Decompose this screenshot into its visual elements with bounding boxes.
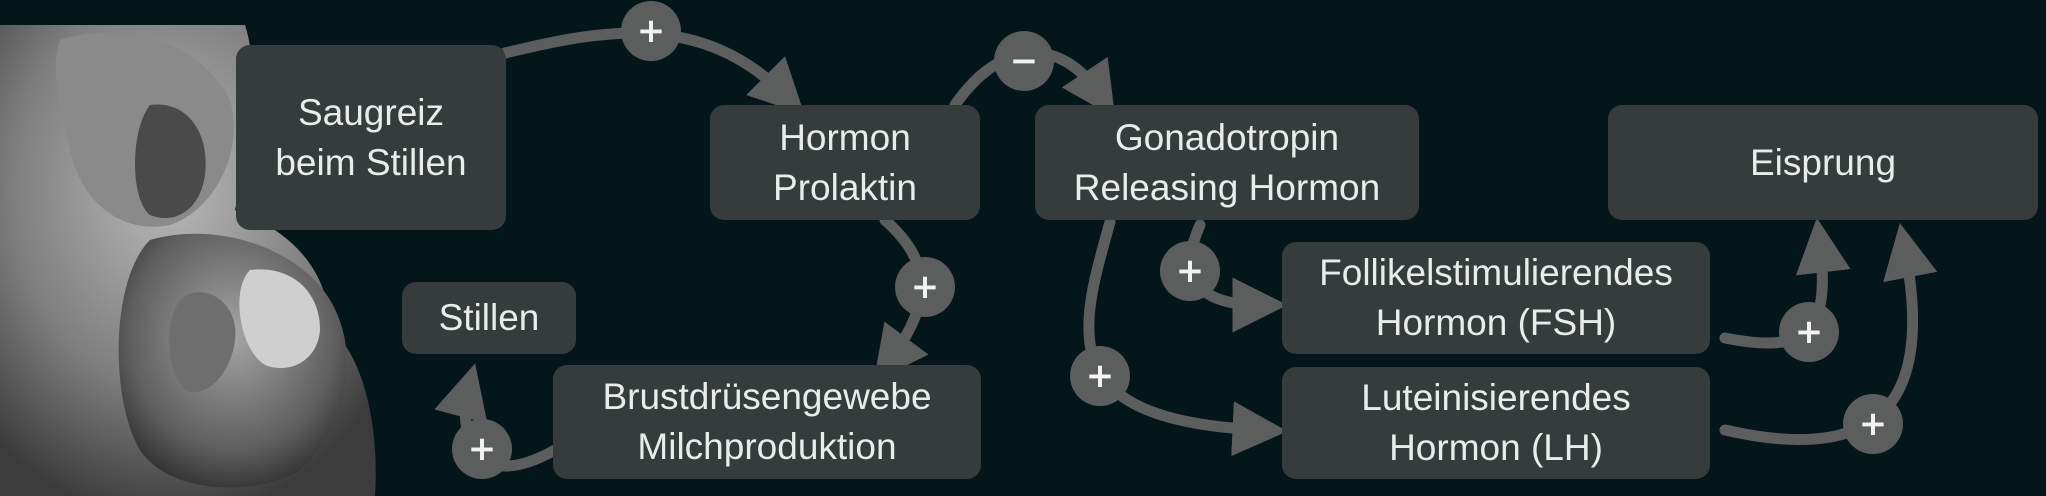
plus-sign-gnrh-lh: +: [1070, 346, 1130, 406]
node-prolaktin: Hormon Prolaktin: [710, 105, 980, 220]
node-eisprung: Eisprung: [1608, 105, 2038, 220]
plus-sign-brustdruese-stillen: +: [452, 419, 512, 479]
node-stillen: Stillen: [402, 282, 576, 354]
node-saugreiz: Saugreiz beim Stillen: [236, 45, 506, 230]
node-brustdruese: Brustdrüsengewebe Milchproduktion: [553, 365, 981, 479]
plus-sign-lh-eisprung: +: [1843, 394, 1903, 454]
node-lh: Luteinisierendes Hormon (LH): [1282, 367, 1710, 479]
minus-sign-prolaktin-gnrh: −: [994, 31, 1054, 91]
plus-sign-fsh-eisprung: +: [1779, 302, 1839, 362]
node-fsh: Follikelstimulierendes Hormon (FSH): [1282, 242, 1710, 354]
plus-sign-prolaktin-brustdruese: +: [895, 257, 955, 317]
plus-sign-gnrh-fsh: +: [1160, 241, 1220, 301]
node-gnrh: Gonadotropin Releasing Hormon: [1035, 105, 1419, 220]
plus-sign-saugreiz-prolaktin: +: [621, 1, 681, 61]
